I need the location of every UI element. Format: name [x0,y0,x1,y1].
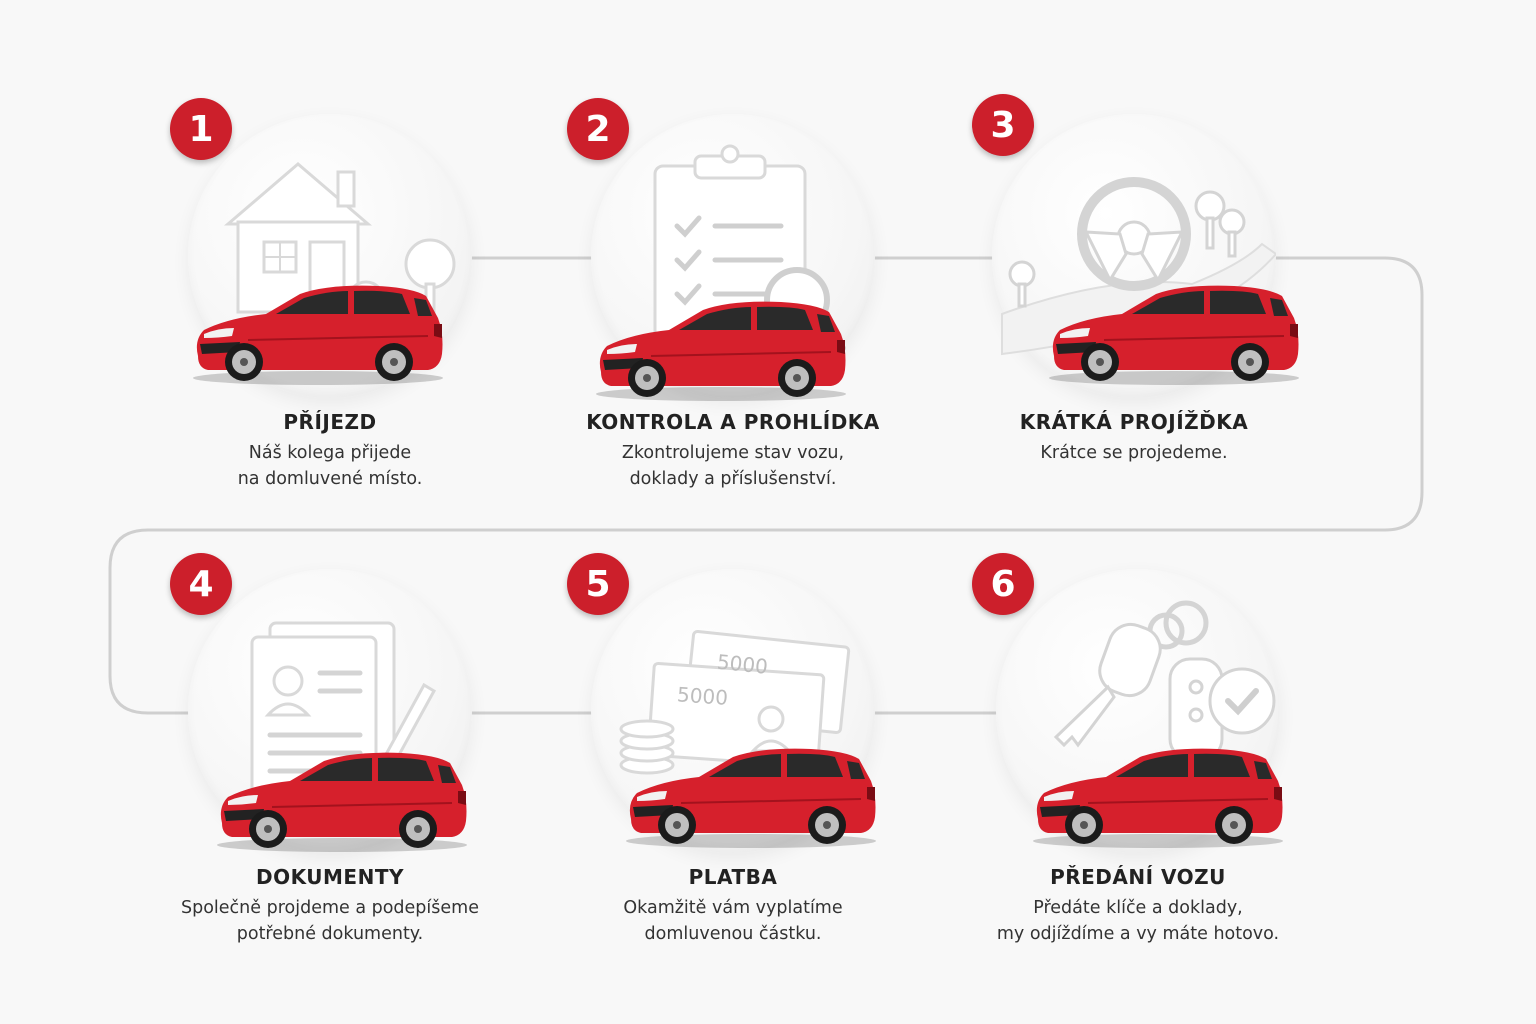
step-4-documents: 4 DOKUMENTY Společně projdeme a podepíše… [100,545,560,975]
red-car-image [1048,284,1300,386]
step-title: KONTROLA A PROHLÍDKA [586,410,880,434]
banknote-value-front: 5000 [676,682,728,709]
step-number-badge: 6 [972,553,1034,615]
step-title: PŘÍJEZD [283,410,377,434]
step-number-badge: 2 [567,98,629,160]
step-title: KRÁTKÁ PROJÍŽĎKA [1019,410,1249,434]
step-description: Předáte klíče a doklady,my odjíždíme a v… [996,898,1280,944]
step-title: DOKUMENTY [256,865,404,889]
step-number-badge: 3 [972,94,1034,156]
step-6-handover: 6 PŘEDÁNÍ VOZU Předáte klíče a doklady,m… [908,545,1368,975]
red-car-image [1032,747,1284,849]
step-2-inspection: 2 KONTROLA A PROHLÍDKA Zkontrolujeme sta… [503,90,963,520]
step-3-test-drive: 3 KRÁTKÁ PROJÍŽĎKA Krátce se projedeme. [904,90,1364,520]
red-car-image [192,284,444,386]
step-number-badge: 4 [170,553,232,615]
banknote-value-back: 5000 [716,650,769,679]
step-description: Zkontrolujeme stav vozu,doklady a příslu… [621,443,845,489]
step-number-badge: 1 [170,98,232,160]
car-keys-check-icon [1053,600,1276,761]
money-icon: 5000 5000 [619,629,851,775]
red-car-image [625,747,877,849]
step-title: PLATBA [688,865,778,889]
step-5-payment: 5000 5000 5 PLATBA Okamžitě vám vyplatím… [503,545,963,975]
red-car-image [216,751,468,853]
step-description: Krátce se projedeme. [1040,443,1228,463]
red-car-image [595,300,847,402]
step-title: PŘEDÁNÍ VOZU [1050,865,1226,889]
step-number-badge: 5 [567,553,629,615]
